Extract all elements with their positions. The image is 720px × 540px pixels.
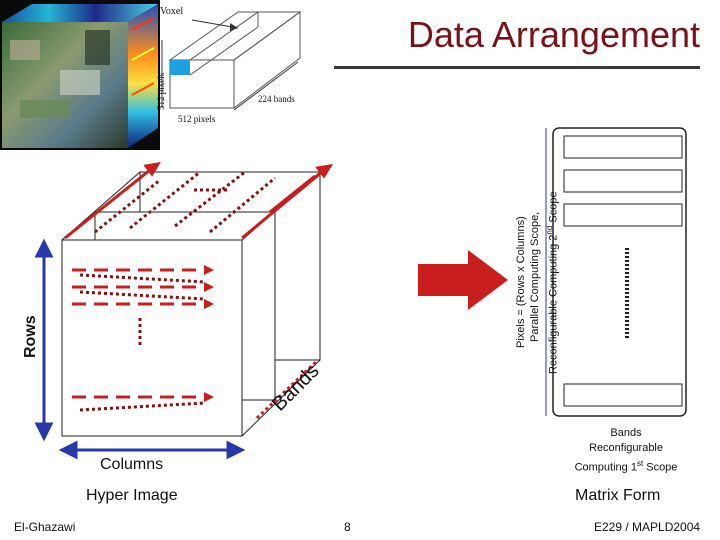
pixels-formula-line: Pixels = (Rows x Columns)	[515, 216, 527, 348]
title-rule	[334, 66, 700, 69]
hyperspectral-image	[0, 0, 160, 150]
bands-scope-sup: st	[636, 459, 644, 468]
bands-scope-line1: Bands	[610, 427, 642, 439]
depth-label: 224 bands	[258, 94, 295, 104]
voxel-label: Voxel	[160, 6, 184, 17]
matrix-form-caption: Matrix Form	[575, 487, 661, 504]
columns-label: Columns	[100, 456, 164, 473]
bands-scope-line2: Reconfigurable	[589, 442, 663, 454]
bands-scope-post: Scope	[643, 461, 678, 474]
footer-page-number: 8	[344, 520, 351, 534]
voxel-cube-diagram	[161, 11, 302, 111]
rows-label: Rows	[22, 315, 39, 358]
footer-course: E229 / MAPLD2004	[594, 520, 701, 534]
reconfig-2nd-post: Scope	[547, 191, 560, 226]
width-label: 512 pixels	[178, 114, 216, 124]
reconfig-2nd-sup: nd	[545, 225, 554, 235]
bands-scope-label: Bands Reconfigurable Computing 1st Scope	[556, 426, 696, 476]
slide-title: Data Arrangement	[407, 14, 700, 55]
bands-scope-line3: Computing 1st Scope	[556, 456, 696, 476]
reconfig-2nd-pre: Reconfigurable Computing 2	[547, 234, 560, 374]
bands-scope-pre: Computing 1	[574, 461, 637, 474]
pixels-formula-label: Pixels = (Rows x Columns)	[514, 216, 529, 348]
footer-author: El-Ghazawi	[14, 520, 76, 534]
reconfig-2nd-scope-label: Reconfigurable Computing 2nd Scope	[542, 191, 562, 374]
parallel-scope-label: Parallel Computing Scope,	[528, 212, 543, 342]
hyper-image-caption: Hyper Image	[86, 487, 178, 504]
parallel-scope-line: Parallel Computing Scope,	[529, 211, 541, 342]
